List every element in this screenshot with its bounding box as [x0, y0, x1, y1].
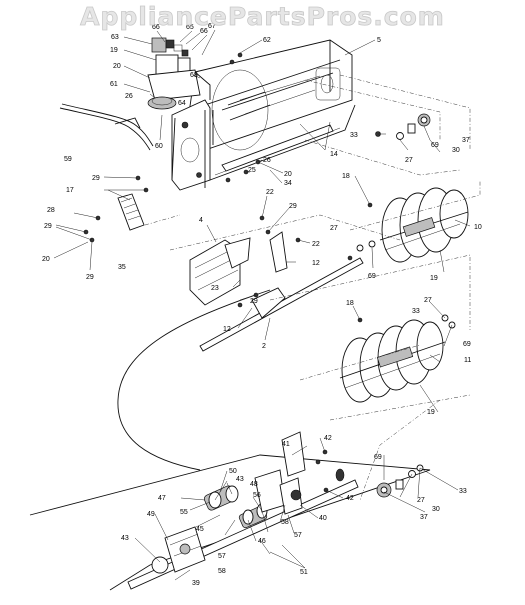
callout-28: 28	[47, 207, 55, 214]
callout-60: 60	[155, 143, 163, 150]
leader-lines	[53, 29, 471, 581]
callout-27-c: 27	[424, 297, 432, 304]
callout-29-d: 29	[289, 203, 297, 210]
frame-outline	[29, 454, 431, 591]
callout-66: 66	[152, 24, 160, 31]
callout-30-b: 30	[432, 506, 440, 513]
callout-18-b: 18	[346, 300, 354, 307]
callout-69: 69	[431, 142, 439, 149]
callout-69-b: 69	[368, 273, 376, 280]
callout-55: 55	[180, 509, 188, 516]
callout-29: 29	[92, 175, 100, 182]
callout-45: 45	[196, 526, 204, 533]
auger-shaft-impeller	[189, 231, 364, 352]
callout-68: 68	[190, 72, 198, 79]
callout-37: 37	[462, 137, 470, 144]
callout-67: 67	[208, 23, 216, 30]
callout-29-b: 29	[44, 223, 52, 230]
callout-20: 20	[113, 63, 121, 70]
callout-20-b: 20	[284, 171, 292, 178]
callout-59: 59	[64, 156, 72, 163]
gearbox-assembly	[147, 37, 211, 110]
callout-2: 2	[262, 343, 266, 350]
callout-10: 10	[474, 224, 482, 231]
callout-20-c: 20	[42, 256, 50, 263]
auger-left	[339, 319, 446, 403]
callout-12: 12	[312, 260, 320, 267]
callout-19-b: 19	[430, 275, 438, 282]
callout-58: 58	[281, 519, 289, 526]
callout-17: 17	[66, 187, 74, 194]
callout-46: 46	[258, 538, 266, 545]
phantom-lines	[144, 74, 481, 501]
callout-69-d: 69	[374, 454, 382, 461]
skid-shoe	[117, 193, 145, 231]
callout-39: 39	[192, 580, 200, 587]
callout-62: 62	[263, 37, 271, 44]
watermark-text: AppliancePartsPros.com	[80, 2, 445, 32]
callout-43-b: 43	[121, 535, 129, 542]
callout-33-b: 33	[412, 308, 420, 315]
callout-49: 49	[147, 511, 155, 518]
callout-19-c: 19	[427, 409, 435, 416]
callout-42-b: 42	[346, 495, 354, 502]
callout-26: 26	[125, 93, 133, 100]
callout-40: 40	[319, 515, 327, 522]
cable-arc	[117, 289, 271, 471]
callout-34: 34	[284, 180, 292, 187]
callout-64: 64	[178, 100, 186, 107]
callout-37-b: 37	[420, 514, 428, 521]
callout-30: 30	[452, 147, 460, 154]
callout-11: 11	[464, 357, 471, 364]
callout-27-d: 27	[417, 497, 425, 504]
callout-58-b: 58	[218, 568, 226, 575]
callout-33: 33	[350, 132, 358, 139]
callout-29-c: 29	[86, 274, 94, 281]
callout-23: 23	[211, 285, 219, 292]
callout-56: 56	[253, 492, 261, 499]
callout-29-e: 29	[250, 298, 258, 305]
callout-47: 47	[158, 495, 166, 502]
auger-housing	[171, 39, 356, 191]
callout-42: 42	[324, 435, 332, 442]
drive-belt	[59, 107, 151, 151]
callout-5: 5	[377, 37, 381, 44]
callout-27: 27	[405, 157, 413, 164]
fasteners	[83, 52, 373, 493]
callout-66-b: 66	[200, 28, 208, 35]
callout-25: 25	[248, 167, 256, 174]
callout-22-b: 22	[312, 241, 320, 248]
callout-35: 35	[118, 264, 126, 271]
callout-57-b: 57	[218, 553, 226, 560]
callout-12-b: 12	[223, 326, 231, 333]
lower-shaft-assembly	[127, 431, 359, 590]
callout-26-b: 26	[263, 157, 271, 164]
callout-labels: 63 66 65 66 67 62 5 19 20 68 61 26 64 60…	[42, 23, 482, 587]
callout-57: 57	[294, 532, 302, 539]
auger-right	[379, 187, 469, 263]
callout-65: 65	[186, 24, 194, 31]
callout-22: 22	[266, 189, 274, 196]
callout-63: 63	[111, 34, 119, 41]
callout-43: 43	[236, 476, 244, 483]
hub-parts-top	[356, 113, 456, 329]
callout-51: 51	[300, 569, 308, 576]
callout-41: 41	[282, 441, 290, 448]
callout-4: 4	[199, 217, 203, 224]
callout-14: 14	[330, 151, 338, 158]
callout-27-b: 27	[330, 225, 338, 232]
callout-19: 19	[110, 47, 118, 54]
callout-33-c: 33	[459, 488, 467, 495]
callout-69-c: 69	[463, 341, 471, 348]
callout-61: 61	[110, 81, 118, 88]
callout-50: 50	[229, 468, 237, 475]
callout-18: 18	[342, 173, 350, 180]
callout-48: 48	[250, 481, 258, 488]
